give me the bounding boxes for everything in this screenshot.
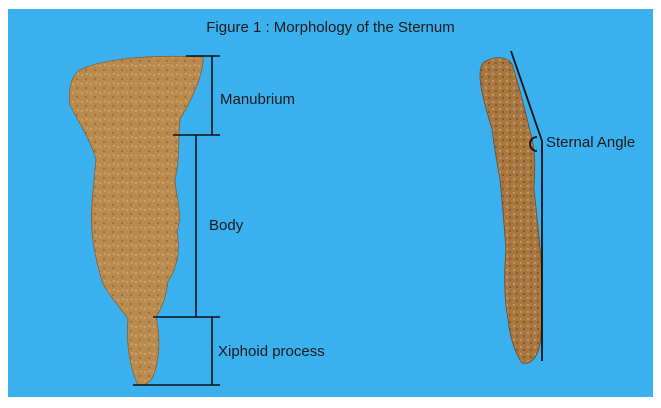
label-xiphoid-process: Xiphoid process [218, 343, 325, 360]
sternum-anterior-image [69, 56, 203, 385]
figure-panel: Figure 1 : Morphology of the Sternum [8, 9, 653, 397]
label-body: Body [209, 217, 243, 234]
sternum-lateral-image [480, 58, 542, 364]
figure-illustration [8, 9, 653, 397]
label-manubrium: Manubrium [220, 91, 295, 108]
label-sternal-angle: Sternal Angle [546, 134, 635, 151]
